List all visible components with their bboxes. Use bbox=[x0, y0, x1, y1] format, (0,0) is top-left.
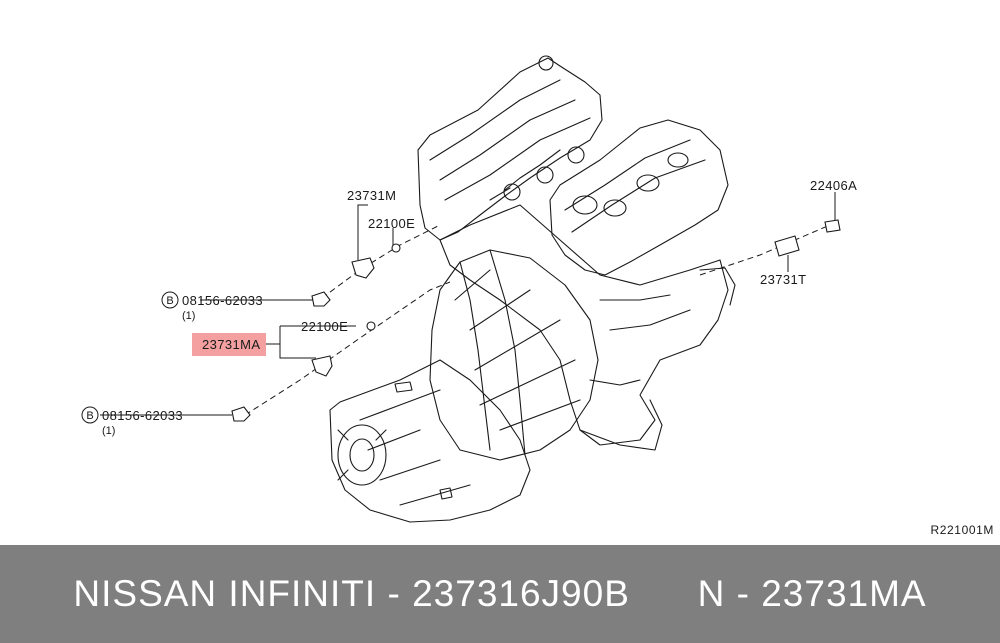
highlighted-sensor-part bbox=[311, 355, 333, 377]
bell-housing bbox=[429, 249, 599, 461]
footer-brand: NISSAN INFINITI bbox=[73, 573, 377, 614]
label-upper-sensor: 23731M bbox=[347, 188, 396, 203]
label-upper-oring: 22100E bbox=[368, 216, 415, 231]
engine-block bbox=[439, 204, 729, 446]
footer-bar: NISSAN INFINITI - 237316J90B N - 23731MA bbox=[0, 545, 1000, 643]
footer-separator: - bbox=[376, 573, 413, 614]
oil-pan bbox=[579, 399, 663, 451]
engine-illustration: B B 23731M 22100E 08156-62033 (1) 23731M… bbox=[81, 55, 994, 537]
right-cap-part bbox=[824, 219, 841, 233]
footer-part-number: 237316J90B bbox=[412, 573, 630, 614]
footer-gap bbox=[630, 573, 698, 614]
label-lower-bolt: 08156-62033 bbox=[102, 408, 183, 423]
upper-oring-part bbox=[391, 243, 401, 253]
lower-oring-part bbox=[366, 321, 376, 331]
label-upper-bolt: 08156-62033 bbox=[182, 293, 263, 308]
bolt-marker-upper: B bbox=[166, 295, 173, 307]
label-upper-bolt-qty: (1) bbox=[182, 310, 195, 322]
footer-caption: NISSAN INFINITI - 237316J90B N - 23731MA bbox=[73, 573, 926, 615]
upper-sensor-part bbox=[351, 257, 375, 279]
footer-n-prefix: N bbox=[697, 573, 726, 614]
upper-bolt-part bbox=[311, 291, 331, 307]
label-lower-oring: 22100E bbox=[301, 319, 348, 334]
engine-left-head bbox=[417, 57, 603, 241]
footer-n-number: 23731MA bbox=[761, 573, 927, 614]
transmission-case bbox=[329, 359, 531, 523]
diagram-reference-code: R221001M bbox=[930, 523, 994, 537]
engine-right-head bbox=[549, 119, 729, 276]
bolt-marker-lower: B bbox=[86, 410, 93, 422]
parts-diagram: B B 23731M 22100E 08156-62033 (1) 23731M… bbox=[81, 55, 994, 537]
label-highlighted-sensor: 23731MA bbox=[202, 337, 260, 352]
label-right-sensor: 23731T bbox=[760, 272, 807, 287]
label-lower-bolt-qty: (1) bbox=[102, 425, 115, 437]
right-sensor-part bbox=[774, 235, 800, 257]
label-right-cap: 22406A bbox=[810, 178, 857, 193]
highlight-box bbox=[192, 333, 266, 356]
footer-n-separator: - bbox=[725, 573, 762, 614]
lower-bolt-part bbox=[231, 406, 251, 422]
